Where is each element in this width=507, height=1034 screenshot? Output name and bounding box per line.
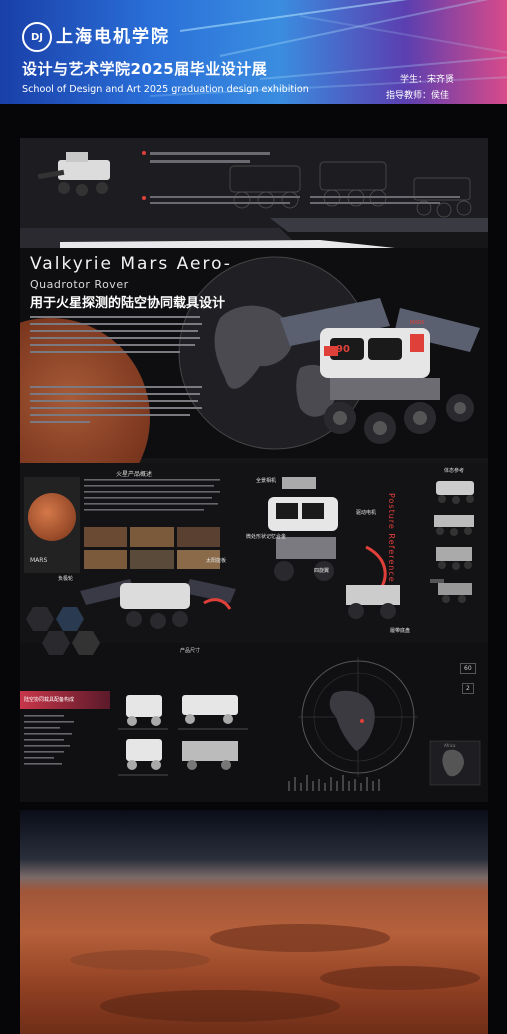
- exhibition-title-en: School of Design and Art 2025 graduation…: [22, 84, 309, 95]
- sketch-lines: [229, 161, 472, 218]
- school-logo-icon: DJ: [22, 22, 52, 52]
- label-tread: 履带底盘: [390, 628, 411, 634]
- main-rover-render: [280, 298, 480, 444]
- coop-heading: 陆空协同载具配备构成: [24, 697, 75, 703]
- label-wing: 太阳能板: [206, 558, 227, 564]
- design-poster: Valkyrie Mars Aero- Quadrotor Rover 用于火星…: [20, 138, 488, 802]
- mars-terrain: [70, 924, 480, 1022]
- middle-section: MARS 火星产品概述 Posture Reference 体态参考: [20, 463, 488, 643]
- product-size-heading: 产品尺寸: [180, 648, 201, 654]
- label-camera: 全景相机: [256, 478, 277, 484]
- mars-caption: MARS: [30, 557, 48, 564]
- student-credit: 学生：宋齐贤: [400, 75, 455, 85]
- mars-landscape-photo: [20, 810, 488, 1034]
- label-motor: 驱动电机: [356, 510, 377, 516]
- hud-globe-graphic: [288, 657, 481, 791]
- hud-region-label: Africa: [444, 743, 456, 748]
- hud-number-2: 2: [462, 683, 474, 694]
- coop-spec-list: [24, 715, 74, 765]
- title-en-line1: Valkyrie Mars Aero-: [30, 254, 232, 274]
- small-rover-icon: [37, 152, 110, 196]
- dimension-drawings: [118, 695, 248, 776]
- overview-paragraph: [84, 479, 220, 511]
- coop-heading-block: [20, 691, 110, 709]
- label-wheel: 负极轮: [58, 576, 74, 582]
- exploded-rover-render: [268, 477, 400, 619]
- label-vertical-rotor: 四旋翼: [314, 568, 330, 574]
- flying-rover-render: [80, 579, 236, 629]
- title-cn: 用于火星探测的陆空协同载具设计: [30, 296, 226, 311]
- exhibition-title-cn: 设计与艺术学院2025届毕业设计展: [22, 60, 268, 78]
- description-paragraph: [30, 316, 202, 423]
- title-en-line2: Quadrotor Rover: [30, 278, 129, 291]
- advisor-credit: 指导教师：侯佳: [386, 91, 450, 101]
- rover-badge: 90: [336, 344, 350, 355]
- hero-section: Valkyrie Mars Aero- Quadrotor Rover 用于火星…: [20, 248, 488, 518]
- exhibition-header: DJ 上海电机学院 设计与艺术学院2025届毕业设计展 School of De…: [0, 0, 507, 104]
- label-memory: 微处形状记忆合金: [246, 534, 287, 540]
- hud-number-1: 60: [460, 663, 476, 674]
- reference-photo-grid: [84, 527, 220, 569]
- overview-heading: 火星产品概述: [116, 471, 153, 478]
- rover-sketch-row: [37, 151, 472, 218]
- mars-photo-tile: MARS: [24, 477, 80, 573]
- top-strip: [20, 138, 488, 228]
- form-reference-heading: 体态参考: [444, 468, 465, 474]
- bottom-section: 陆空协同载具配备构成 产品尺寸: [20, 607, 488, 802]
- reference-rovers: [430, 481, 474, 603]
- school-name: 上海电机学院: [56, 27, 170, 47]
- rover-side-text: MARS: [410, 320, 425, 326]
